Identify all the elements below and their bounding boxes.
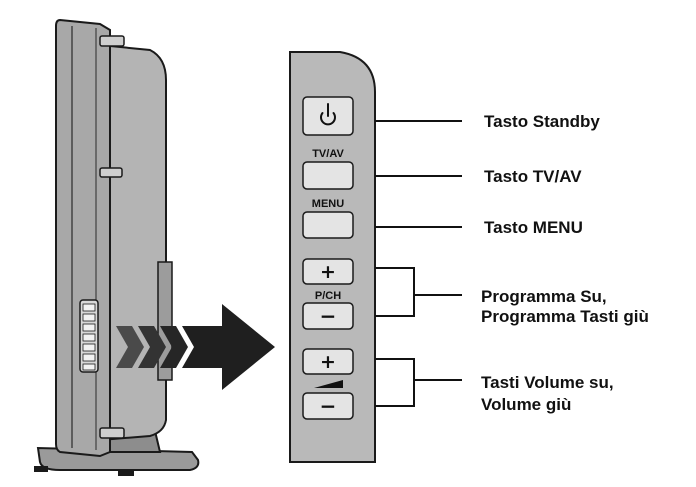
callout-menu: Tasto MENU — [484, 218, 583, 237]
button-panel: TV/AV MENU + P/CH − + − — [289, 51, 376, 463]
plus-icon: + — [320, 351, 336, 373]
tv-side-mini-button — [82, 353, 96, 362]
callout-standby: Tasto Standby — [484, 112, 600, 131]
arrow-chevron — [160, 326, 188, 368]
tv-side-mini-button — [82, 323, 96, 332]
tv-clip — [99, 427, 125, 439]
minus-icon: − — [320, 304, 337, 328]
plus-icon: + — [320, 261, 336, 283]
leader-bracket-program — [375, 267, 462, 317]
tv-side-view — [34, 18, 200, 476]
tv-side-mini-button — [82, 363, 96, 371]
tv-clip — [99, 167, 123, 178]
callout-program-line2: Programma Tasti giù — [481, 307, 649, 326]
program-down-button[interactable] — [302, 302, 354, 330]
volume-down-button[interactable] — [302, 392, 354, 420]
tv-stand-foot — [118, 470, 134, 476]
callout-tvav: Tasto TV/AV — [484, 167, 582, 186]
tv-side-mini-button — [82, 343, 96, 352]
tvav-button-label: TV/AV — [312, 148, 344, 160]
program-up-button[interactable] — [302, 258, 354, 285]
tv-side-mini-button — [82, 303, 96, 312]
volume-up-button[interactable] — [302, 348, 354, 375]
arrow-chevron — [138, 326, 166, 368]
tvav-button[interactable] — [302, 161, 354, 190]
callout-labels: Tasto Standby Tasto TV/AV Tasto MENU Pro… — [481, 112, 649, 414]
zoom-arrow — [116, 304, 275, 390]
minus-icon: − — [320, 394, 337, 418]
tv-side-mini-button — [82, 313, 96, 322]
program-label: P/CH — [315, 290, 341, 302]
menu-button-label: MENU — [312, 198, 344, 210]
callout-volume-line1: Tasti Volume su, — [481, 373, 614, 392]
tv-side-mini-button — [82, 333, 96, 342]
power-icon — [320, 103, 336, 126]
menu-button[interactable] — [302, 211, 354, 239]
callout-program-line1: Programma Su, — [481, 287, 607, 306]
tv-clip — [99, 35, 125, 47]
leader-lines — [375, 120, 462, 407]
tv-stand-foot — [34, 466, 48, 472]
arrow-chevron — [116, 326, 144, 368]
leader-bracket-volume — [375, 358, 462, 407]
arrow-body — [182, 304, 275, 390]
tv-front-bezel — [55, 18, 111, 458]
volume-ramp-icon — [314, 380, 343, 388]
callout-volume-line2: Volume giù — [481, 395, 571, 414]
